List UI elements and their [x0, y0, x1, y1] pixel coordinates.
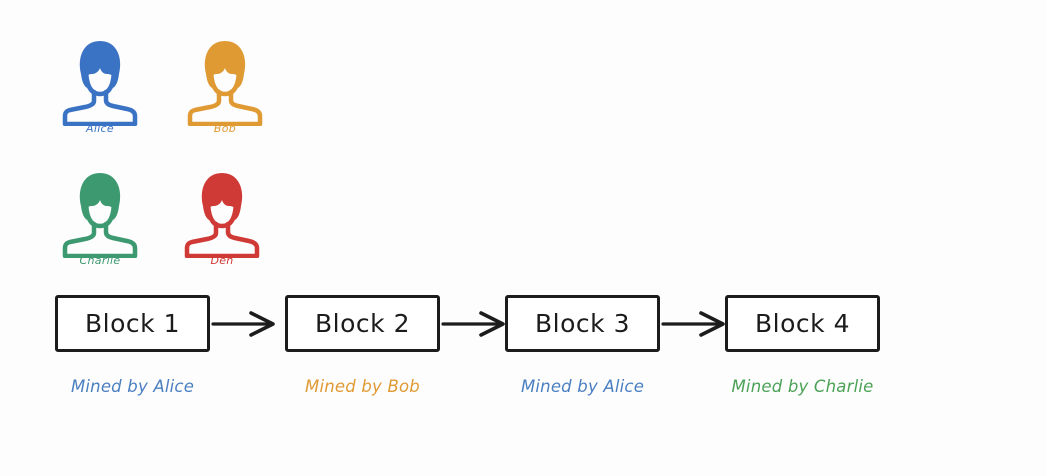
block-label: Block 1	[85, 309, 180, 338]
person-avatar-icon	[62, 41, 138, 126]
block-box-2[interactable]: Block 2	[285, 295, 440, 352]
block-unit-1: Block 1 Mined by Alice	[55, 295, 210, 396]
participant-name-label: Den	[210, 254, 234, 267]
block-box-3[interactable]: Block 3	[505, 295, 660, 352]
participant-name-label: Bob	[213, 122, 237, 135]
participants-group: Alice Bob Charlie Den	[0, 0, 300, 285]
block-caption: Mined by Charlie	[731, 377, 874, 396]
participant-charlie[interactable]: Charlie	[40, 160, 160, 280]
participant-alice[interactable]: Alice	[40, 28, 160, 148]
block-box-4[interactable]: Block 4	[725, 295, 880, 352]
participant-name-label: Charlie	[79, 254, 121, 267]
block-label: Block 4	[755, 309, 850, 338]
participant-bob[interactable]: Bob	[165, 28, 285, 148]
block-unit-4: Block 4 Mined by Charlie	[725, 295, 880, 396]
block-unit-2: Block 2 Mined by Bob	[285, 295, 440, 396]
participant-name-label: Alice	[86, 122, 114, 135]
arrow-block3-to-block4	[661, 311, 725, 337]
block-caption: Mined by Bob	[305, 377, 420, 396]
block-label: Block 2	[315, 309, 410, 338]
person-avatar-icon	[184, 173, 260, 258]
participant-den[interactable]: Den	[162, 160, 282, 280]
arrow-block1-to-block2	[211, 311, 275, 337]
block-unit-3: Block 3 Mined by Alice	[505, 295, 660, 396]
block-box-1[interactable]: Block 1	[55, 295, 210, 352]
block-label: Block 3	[535, 309, 630, 338]
person-avatar-icon	[187, 41, 263, 126]
block-caption: Mined by Alice	[70, 377, 195, 396]
arrow-block2-to-block3	[441, 311, 505, 337]
block-caption: Mined by Alice	[520, 377, 645, 396]
person-avatar-icon	[62, 173, 138, 258]
blockchain-row: Block 1 Mined by Alice Block 2 Mined by …	[0, 295, 1046, 435]
